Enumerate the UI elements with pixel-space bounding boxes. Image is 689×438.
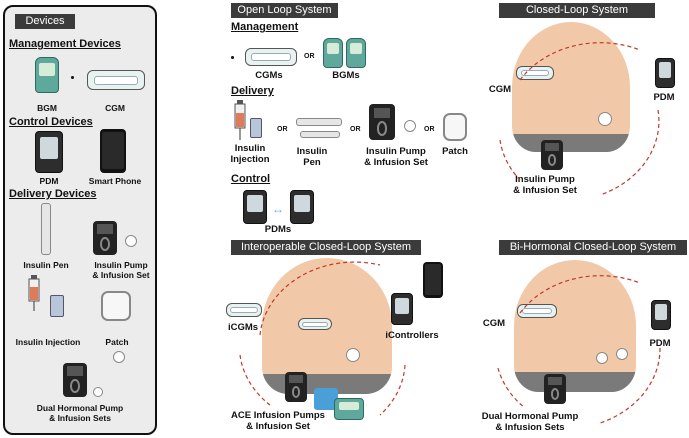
devices-panel: Devices Management Devices BGM CGM Contr…	[3, 5, 157, 435]
dual-hormonal-pump-icon	[544, 374, 566, 404]
pdm-label: PDM	[653, 92, 675, 103]
insulin-pen-label: Insulin Pen	[296, 146, 328, 168]
loop-arrows-icon	[497, 275, 661, 424]
or-text: OR	[424, 126, 435, 133]
syringe-icon	[234, 100, 246, 140]
pump-blue-icon	[314, 388, 338, 410]
insulin-pump-icon	[541, 140, 563, 170]
pdm-icon	[290, 190, 314, 224]
bihormonal-title: Bi-Hormonal Closed-Loop System	[499, 240, 687, 255]
bgm-label: BGM	[37, 103, 57, 113]
cgm-sensor-icon	[245, 48, 297, 66]
or-text: OR	[277, 126, 288, 133]
infusion-set-icon	[125, 235, 137, 247]
ace-infusion-pumps-label: ACE Infusion Pumps & Infusion Set	[231, 410, 325, 432]
bgm-meter-icon	[35, 57, 59, 93]
infusion-set-icon	[346, 348, 360, 362]
pdms-label: PDMs	[264, 224, 292, 235]
cgm-sensor-icon	[516, 66, 554, 80]
or-text: OR	[350, 126, 361, 133]
pdm-label: PDM	[649, 338, 671, 349]
pdm-label: PDM	[39, 176, 59, 186]
insulin-vial-icon	[50, 295, 64, 317]
cgm-sensor-icon	[87, 70, 145, 90]
syringe-icon	[28, 275, 40, 311]
ace-pump-icon	[334, 398, 364, 420]
pdm-icon	[655, 58, 675, 88]
icontrollers-label: iControllers	[385, 330, 439, 341]
cgm-label: CGM	[488, 84, 512, 95]
smartphone-icon	[423, 262, 443, 298]
pen-needle-icon	[300, 131, 340, 138]
insulin-pump-icon	[93, 221, 117, 255]
infusion-set-icon	[598, 112, 612, 126]
closed-loop-title: Closed-Loop System	[499, 3, 655, 18]
dot-icon	[71, 76, 74, 79]
open-loop-control-heading: Control	[231, 173, 271, 185]
link-arrows-icon: ↔	[272, 202, 284, 216]
insulin-injection-label: Insulin Injection	[15, 337, 81, 347]
cgm-sensor-icon	[226, 303, 262, 317]
insulin-pen-label: Insulin Pen	[23, 260, 69, 270]
cgm-label: CGM	[482, 318, 506, 329]
smartphone-icon	[100, 129, 126, 173]
cgm-sensor-icon	[298, 318, 332, 330]
delivery-devices-heading: Delivery Devices	[9, 188, 97, 200]
open-loop-management-heading: Management	[231, 21, 299, 33]
patch-pump-icon	[101, 291, 131, 321]
devices-title: Devices	[15, 14, 75, 29]
loop-arrows-icon	[499, 42, 660, 196]
pdm-icon	[35, 131, 63, 173]
abdomen-illustration	[512, 22, 630, 152]
cgm-sensor-icon	[517, 304, 557, 318]
dual-hormonal-pump-icon	[63, 363, 87, 397]
infusion-set-icon	[93, 387, 103, 397]
patch-label: Patch	[442, 146, 468, 157]
dot-icon	[231, 56, 234, 59]
insulin-pump-label: Insulin Pump & Infusion Set	[92, 260, 150, 280]
dual-hormonal-pump-label: Dual Hormonal Pump & Infusion Sets	[36, 403, 124, 423]
pdm-icon	[243, 190, 267, 224]
insulin-pump-icon	[285, 372, 307, 402]
infusion-set-icon	[113, 351, 125, 363]
control-devices-heading: Control Devices	[9, 116, 93, 128]
patch-label: Patch	[105, 337, 129, 347]
insulin-vial-icon	[250, 118, 262, 138]
bgms-label: BGMs	[332, 70, 360, 81]
insulin-pump-label: Insulin Pump & Infusion Set	[364, 146, 428, 168]
pdm-icon	[651, 300, 671, 330]
patch-pump-icon	[443, 113, 467, 141]
icgms-label: iCGMs	[227, 322, 259, 333]
infusion-set-icon	[616, 348, 628, 360]
insulin-pump-icon	[369, 104, 395, 140]
insulin-pen-icon	[296, 118, 342, 126]
management-devices-heading: Management Devices	[9, 38, 121, 50]
interoperable-title: Interoperable Closed-Loop System	[231, 240, 421, 255]
bgm-meter-icon	[346, 38, 366, 68]
or-text: OR	[304, 53, 315, 60]
infusion-set-icon	[596, 352, 608, 364]
cgms-label: CGMs	[255, 70, 283, 81]
loop-arrows-icon	[239, 261, 406, 416]
open-loop-title: Open Loop System	[231, 3, 338, 18]
dual-hormonal-pump-label: Dual Hormonal Pump & Infusion Sets	[481, 411, 579, 433]
cgm-label: CGM	[105, 103, 125, 113]
insulin-pump-label: Insulin Pump & Infusion Set	[513, 174, 577, 196]
open-loop-delivery-heading: Delivery	[231, 85, 274, 97]
pdm-icon	[391, 293, 413, 325]
infusion-set-icon	[404, 120, 416, 132]
insulin-pen-icon	[41, 203, 51, 255]
smartphone-label: Smart Phone	[88, 176, 142, 186]
bgm-meter-icon	[323, 38, 343, 68]
insulin-injection-label: Insulin Injection	[230, 143, 270, 165]
